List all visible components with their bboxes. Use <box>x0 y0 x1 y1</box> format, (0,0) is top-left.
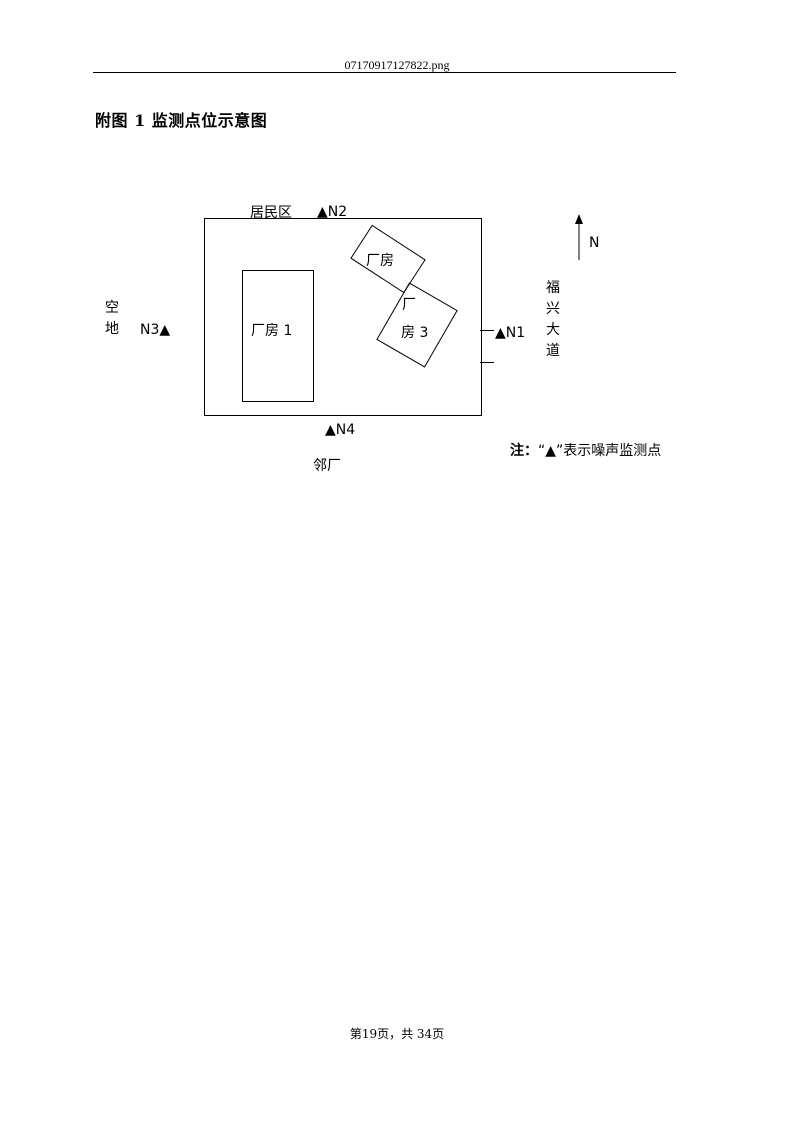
figure-title: 附图 1 监测点位示意图 <box>95 111 268 130</box>
header-rule <box>93 72 676 73</box>
north-label: N <box>589 235 600 251</box>
monitor-point-n2: ▲N2 <box>317 204 348 220</box>
building-3-label: 房 3 <box>401 325 429 341</box>
north-arrow-icon <box>575 214 583 260</box>
road-edge-lower <box>480 362 494 363</box>
road-edge-upper <box>480 330 494 331</box>
building-1 <box>242 270 314 402</box>
building-1-label: 厂房 1 <box>251 323 293 339</box>
page-footer: 第19页，共 34页 <box>349 1027 445 1041</box>
neighbor-factory-label: 邻厂 <box>313 458 341 474</box>
legend-note-prefix: 注： <box>510 443 538 459</box>
residential-label: 居民区 <box>250 205 292 221</box>
building-3-char: 厂 <box>402 297 416 313</box>
legend-note-text: “▲”表示噪声监测点 <box>538 443 662 459</box>
monitor-point-n4: ▲N4 <box>325 422 356 438</box>
open-land-label: 空地 <box>105 300 119 337</box>
site-boundary <box>204 218 482 416</box>
monitor-point-n1: ▲N1 <box>495 325 526 341</box>
header-filename: 07170917127822.png <box>344 58 450 72</box>
road-label: 福兴大道 <box>546 280 560 359</box>
building-2-label: 厂房 <box>366 253 394 269</box>
legend-note: 注：“▲”表示噪声监测点 <box>510 440 661 460</box>
monitor-point-n3: N3▲ <box>140 322 171 338</box>
